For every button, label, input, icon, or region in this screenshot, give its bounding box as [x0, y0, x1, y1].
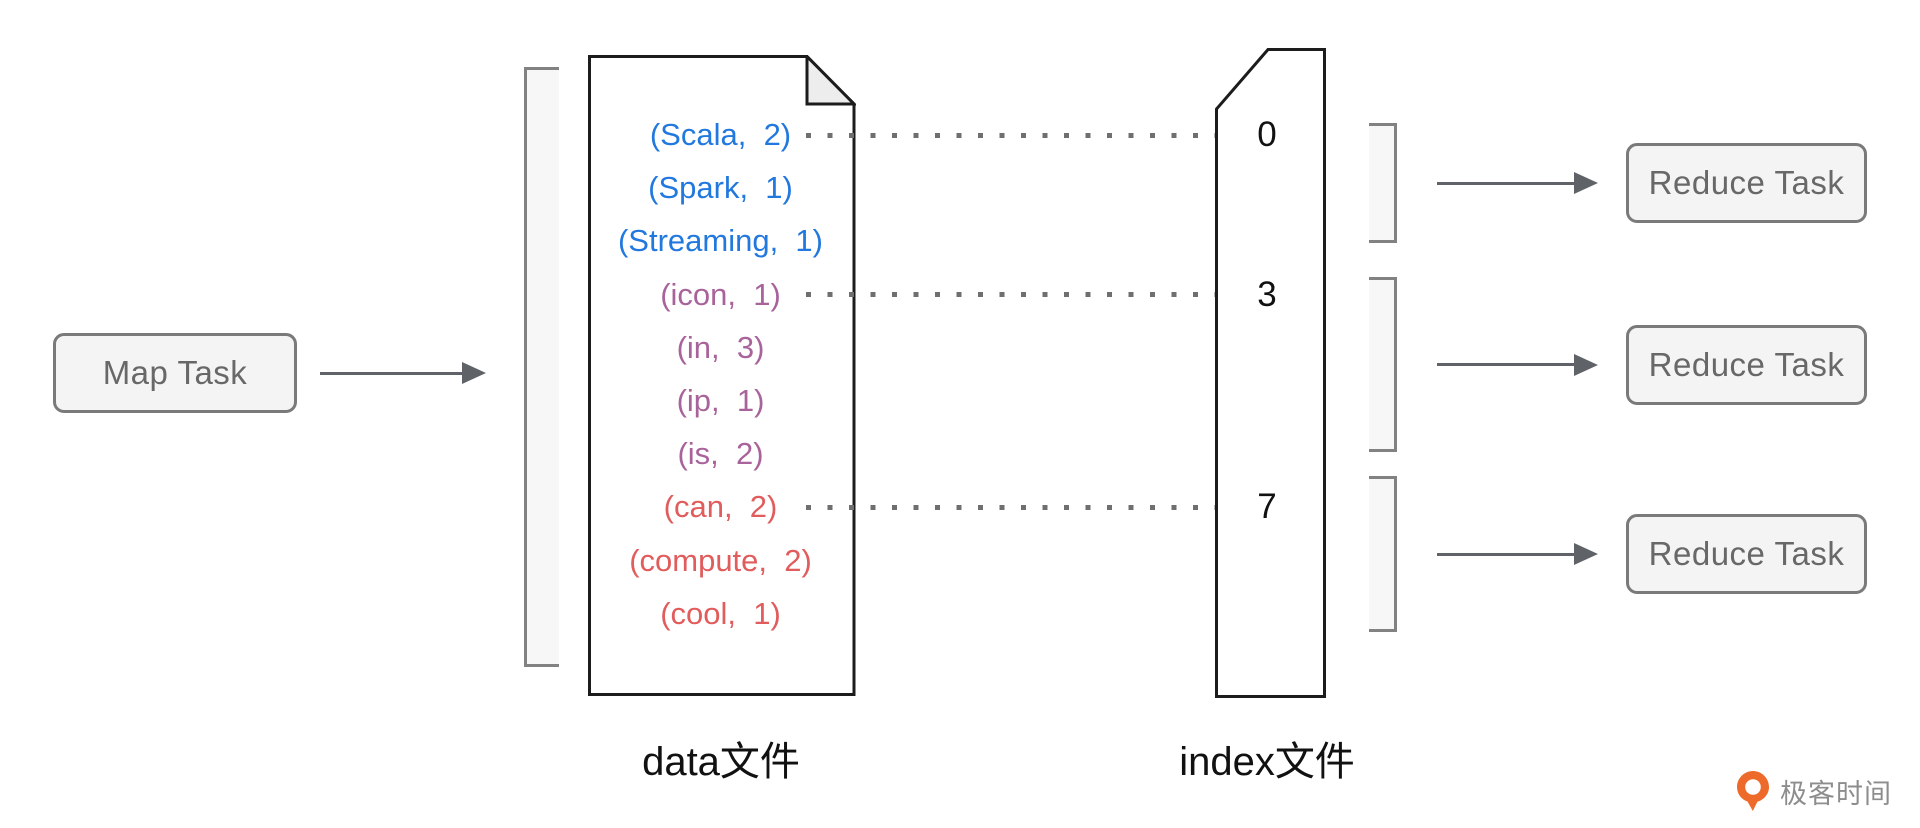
offset-connector-dotted-line [806, 504, 1236, 510]
arrow-head-icon [1574, 172, 1598, 194]
offset-connector-dotted-line [806, 132, 1236, 138]
arrow-shaft [1437, 363, 1576, 366]
data-file-entry: (in, 3) [676, 329, 765, 365]
index-offset-value: 3 [1257, 274, 1277, 314]
map-task-box: Map Task [53, 333, 297, 413]
data-file-entry: (Spark, 1) [648, 170, 793, 206]
data-file-entry: (can, 2) [663, 489, 778, 525]
geektime-logo: 极客时间 [1736, 770, 1892, 812]
arrow-shaft [1437, 552, 1576, 556]
geektime-logo-text: 极客时间 [1780, 778, 1892, 809]
reduce-task-label: Reduce Task [1648, 164, 1845, 201]
reduce-task-label: Reduce Task [1648, 535, 1845, 572]
reduce-task-box: Reduce Task [1626, 143, 1867, 223]
data-file-entry: (is, 2) [677, 436, 764, 472]
data-file-group-bracket [524, 67, 559, 667]
data-file-entry: (Streaming, 1) [617, 223, 823, 259]
reduce-task-box: Reduce Task [1626, 514, 1867, 594]
map-task-label: Map Task [102, 354, 248, 391]
arrow-head-icon [1574, 353, 1598, 376]
arrow-to-reduce-task [1437, 353, 1598, 376]
geektime-pin-icon [1737, 771, 1769, 811]
arrow-shaft [1437, 181, 1576, 185]
data-file-shape [588, 55, 856, 696]
data-file-entry: (compute, 2) [629, 542, 812, 578]
data-file-fold-corner [805, 55, 856, 106]
reduce-group-bracket [1369, 123, 1397, 243]
reduce-task-box: Reduce Task [1626, 324, 1867, 405]
arrow-head-icon [462, 362, 486, 384]
data-file-outline [588, 55, 856, 696]
arrow-to-reduce-task [1437, 172, 1598, 194]
arrow-shaft [320, 371, 464, 375]
data-file-entry: (icon, 1) [660, 276, 781, 312]
arrow-map-to-data-file [320, 362, 486, 384]
data-file-entry: (ip, 1) [676, 383, 765, 418]
index-offset-value: 7 [1257, 487, 1277, 527]
data-file-entry: (Scala, 2) [649, 117, 792, 152]
index-file-shape [1215, 48, 1326, 698]
index-file-label: index文件 [1179, 740, 1355, 784]
index-offset-value: 0 [1257, 115, 1277, 154]
data-file-entry: (cool, 1) [660, 595, 781, 631]
index-file-outline [1215, 48, 1326, 698]
offset-connector-dotted-line [806, 292, 1236, 298]
arrow-head-icon [1574, 543, 1598, 565]
data-file-label: data文件 [642, 740, 800, 784]
reduce-group-bracket [1369, 476, 1397, 632]
arrow-to-reduce-task [1437, 543, 1598, 565]
reduce-task-label: Reduce Task [1648, 345, 1845, 383]
reduce-group-bracket [1369, 277, 1397, 452]
